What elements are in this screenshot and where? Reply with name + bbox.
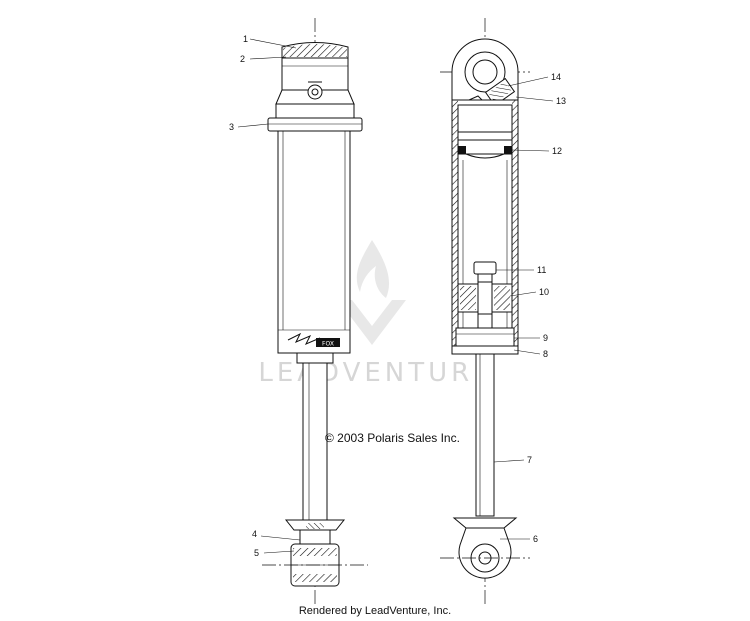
callout-6: 6 [533,534,538,544]
callout-13: 13 [556,96,566,106]
right-shock-section [440,18,530,604]
callouts: 1 2 3 4 5 6 7 8 9 10 11 12 13 14 [229,34,566,558]
svg-text:FOX: FOX [322,341,334,348]
callout-5: 5 [254,548,259,558]
callout-7: 7 [527,455,532,465]
callout-14: 14 [551,72,561,82]
callout-2: 2 [240,54,245,64]
callout-8: 8 [543,349,548,359]
left-shock-exterior: FOX [262,18,368,604]
copyright-text: © 2003 Polaris Sales Inc. [325,431,460,445]
callout-9: 9 [543,333,548,343]
callout-3: 3 [229,122,234,132]
footer-credit: Rendered by LeadVenture, Inc. [299,605,451,617]
watermark-text: LEADVENTURE [258,358,493,388]
callout-1: 1 [243,34,248,44]
callout-10: 10 [539,287,549,297]
decal-logo-icon: FOX [287,332,340,348]
callout-12: 12 [552,146,562,156]
callout-4: 4 [252,529,257,539]
watermark-logo-icon [338,240,406,345]
callout-11: 11 [537,265,546,275]
